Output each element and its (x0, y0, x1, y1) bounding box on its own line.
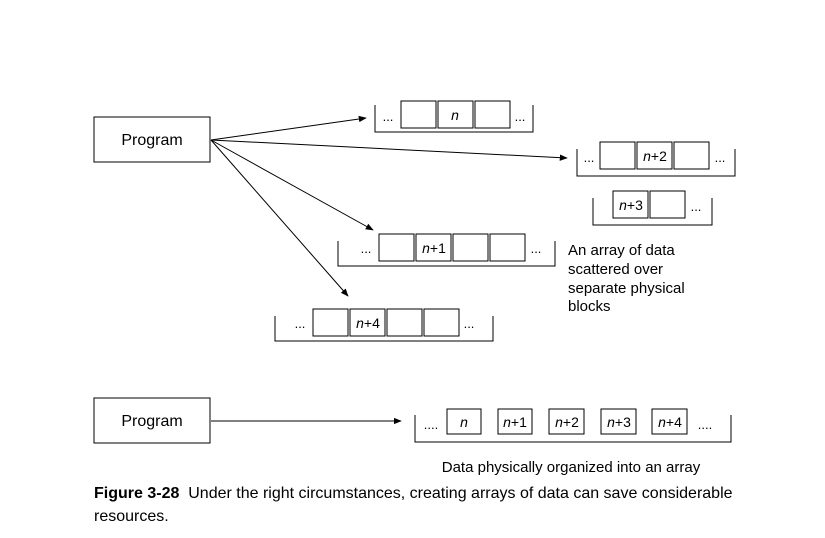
scatter-note: An array of data scattered over separate… (568, 242, 689, 315)
index-var: n (658, 414, 666, 430)
block-trail-dots: ... (691, 199, 702, 214)
note-line: An array of data (568, 242, 675, 259)
index-offset: +3 (627, 197, 643, 213)
block-cell (452, 233, 489, 262)
memory-block-2: ... n+2 ... (576, 141, 736, 177)
block-cell (599, 141, 636, 170)
array-cell (600, 408, 637, 435)
block-cell (437, 100, 474, 129)
array-label: Data physically organized into an array (442, 459, 701, 476)
block-cell (612, 190, 649, 219)
bottom-program-box (93, 397, 211, 444)
array-cell-label: n+4 (658, 414, 682, 430)
block-cell (649, 190, 686, 219)
memory-block-5: ... n+4 ... (274, 308, 494, 342)
index-offset: +2 (651, 148, 667, 164)
bottom-program-label: Program (121, 413, 182, 430)
block-cell (474, 100, 511, 129)
top-program-label: Program (121, 132, 182, 149)
block-cell (378, 233, 415, 262)
arrow-to-block-5 (210, 139, 349, 297)
block-bracket (592, 198, 713, 226)
index-offset: +2 (563, 414, 579, 430)
memory-block-1: ... n ... (374, 100, 534, 133)
index-offset: +3 (615, 414, 631, 430)
block-trail-dots: ... (531, 241, 542, 256)
figure-caption-text: Under the right circumstances, creating … (94, 485, 733, 525)
block-lead-dots: ... (361, 241, 372, 256)
arrow-to-block-2 (210, 139, 568, 161)
block-bracket (274, 316, 494, 342)
array-cell-label: n+3 (607, 414, 631, 430)
block-cell-label: n+1 (422, 240, 446, 256)
arrow-to-block-1 (210, 115, 367, 141)
bottom-program-node: Program (93, 397, 211, 444)
index-offset: +4 (666, 414, 682, 430)
block-bracket (337, 241, 556, 267)
block-cell-label: n (451, 107, 459, 123)
array-cell (446, 408, 482, 435)
index-var: n (356, 315, 364, 331)
block-cell (636, 141, 673, 170)
index-var: n (422, 240, 430, 256)
block-bracket (374, 105, 534, 133)
block-cell (423, 308, 460, 337)
top-program-node: Program (93, 116, 211, 163)
array-cell (651, 408, 688, 435)
index-var: n (503, 414, 511, 430)
note-line: scattered over (568, 261, 663, 278)
array-cell (548, 408, 585, 435)
block-trail-dots: ... (464, 316, 475, 331)
block-cell (312, 308, 349, 337)
array-cell-label: n+2 (555, 414, 579, 430)
block-cell-label: n+3 (619, 197, 643, 213)
figure-caption: Figure 3-28 Under the right circumstance… (94, 482, 794, 528)
index-var: n (607, 414, 615, 430)
array-lead-dots: .... (424, 417, 438, 432)
index-var: n (619, 197, 627, 213)
index-offset: +4 (364, 315, 380, 331)
block-cell (489, 233, 526, 262)
block-bracket (576, 149, 736, 177)
block-lead-dots: ... (584, 150, 595, 165)
index-offset: +1 (430, 240, 446, 256)
block-cell (673, 141, 710, 170)
top-program-box (93, 116, 211, 163)
array-bracket (414, 415, 732, 443)
block-trail-dots: ... (715, 150, 726, 165)
block-lead-dots: ... (383, 109, 394, 124)
index-var: n (555, 414, 563, 430)
array-cell (497, 408, 533, 435)
index-offset: +1 (511, 414, 527, 430)
memory-block-3: n+3 ... (592, 190, 713, 226)
block-cell-label: n+4 (356, 315, 380, 331)
block-cell (400, 100, 437, 129)
note-line: blocks (568, 298, 611, 315)
array-cell-label: n+1 (503, 414, 527, 430)
block-cell-label: n+2 (643, 148, 667, 164)
contiguous-array: .... n n+1 n+2 n+3 n+4 .... (414, 408, 732, 443)
index-var: n (643, 148, 651, 164)
block-cell (349, 308, 386, 337)
array-trail-dots: .... (698, 417, 712, 432)
array-cell-label: n (460, 414, 468, 430)
scatter-arrows (210, 115, 568, 297)
block-cell (386, 308, 423, 337)
arrow-to-block-4 (210, 139, 374, 231)
memory-block-4: ... n+1 ... (337, 233, 556, 267)
block-trail-dots: ... (515, 109, 526, 124)
block-cell (415, 233, 452, 262)
block-lead-dots: ... (295, 316, 306, 331)
figure-number: Figure 3-28 (94, 485, 180, 502)
note-line: separate physical (568, 280, 685, 297)
